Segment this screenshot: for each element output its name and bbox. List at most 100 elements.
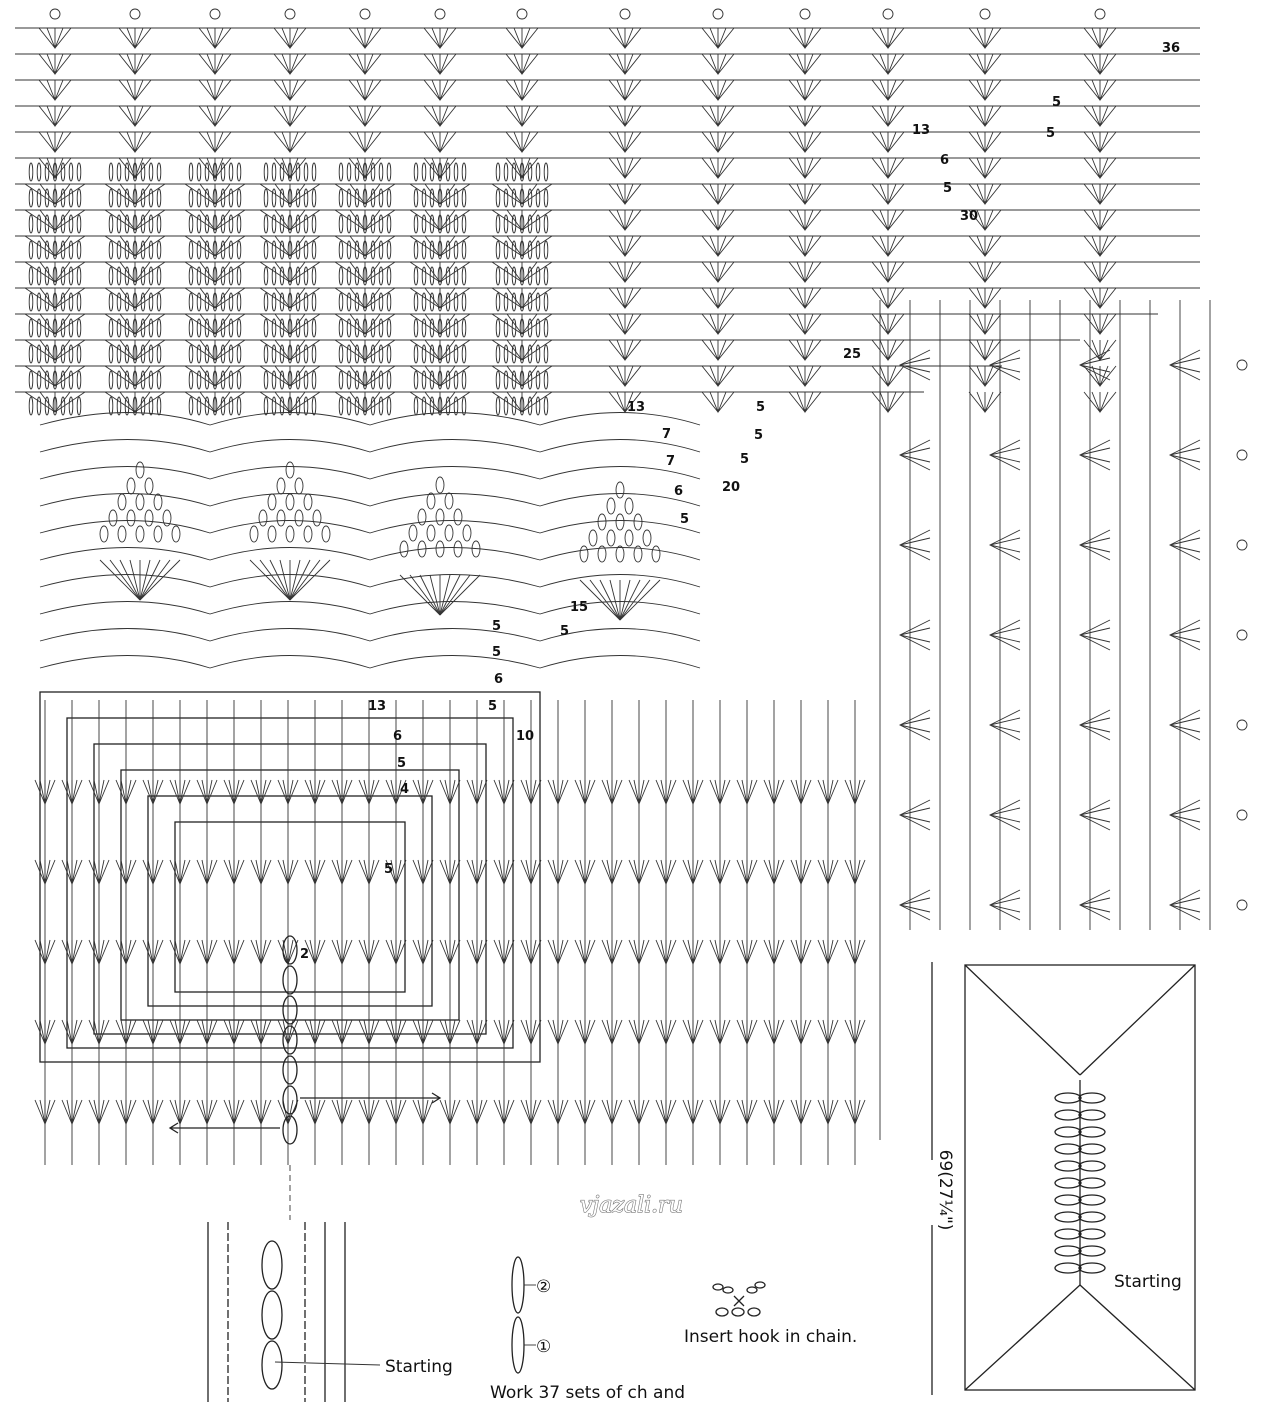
fan-stitch [198, 105, 232, 128]
stitch-post [535, 344, 541, 364]
stitch-post [453, 240, 459, 260]
fan-stitch [184, 287, 246, 309]
round-number-label: 7 [662, 427, 671, 442]
stitch-post [437, 344, 443, 364]
stitch-post [116, 188, 122, 208]
fan-stitch [250, 939, 272, 966]
stitch-post [378, 240, 384, 260]
arc-row [39, 412, 701, 426]
stitch-post [543, 214, 549, 234]
pineapple-loop [435, 508, 445, 526]
stitch-post [68, 266, 74, 286]
fan-stitch [608, 235, 642, 258]
stitch-post [338, 188, 344, 208]
fan-stitch [104, 313, 166, 335]
stitch-post [362, 344, 368, 364]
fan-stitch [491, 365, 553, 387]
fan-stitch [608, 53, 642, 76]
fan-stitch [142, 1099, 164, 1126]
stitch-post [148, 396, 154, 416]
watermark: vjazali.ru [580, 1193, 683, 1218]
round-number-label: 5 [397, 756, 406, 771]
fan-stitch [423, 27, 457, 50]
round-number-label: 25 [843, 347, 861, 362]
stitch-post [132, 318, 138, 338]
stitch-post [445, 318, 451, 338]
fan-stitch [115, 1019, 137, 1046]
fan-stitch [34, 779, 56, 806]
arc-row [39, 574, 701, 588]
stitch-post [228, 240, 234, 260]
stitch-post [148, 318, 154, 338]
stitch-post [287, 318, 293, 338]
stitch-post [311, 214, 317, 234]
stitch-post [220, 162, 226, 182]
stitch-post [148, 240, 154, 260]
stitch-post [535, 318, 541, 338]
stitch-post [413, 188, 419, 208]
stitch-post [140, 266, 146, 286]
stitch-post [263, 396, 269, 416]
stitch-post [124, 266, 130, 286]
fan-stitch [331, 1099, 353, 1126]
stitch-post [212, 188, 218, 208]
stitch-post [527, 292, 533, 312]
stitch-post [421, 240, 427, 260]
fan-stitch [682, 859, 704, 886]
stitch-post [386, 318, 392, 338]
fan-stitch [104, 339, 166, 361]
fan-stitch [608, 183, 642, 206]
fan-stitch [38, 79, 72, 102]
stitch-post [116, 240, 122, 260]
fan-stitch [409, 391, 471, 413]
stitch-post [543, 266, 549, 286]
fan-stitch [898, 619, 931, 651]
fan-stitch [88, 779, 110, 806]
fan-stitch [223, 1019, 245, 1046]
stitch-post [148, 188, 154, 208]
fan-stitch [790, 859, 812, 886]
stitch-post [303, 240, 309, 260]
pineapple-loop [321, 525, 331, 543]
picot-icon [209, 8, 221, 20]
stitch-post [503, 214, 509, 234]
stitch-post [212, 214, 218, 234]
stitch-post [68, 292, 74, 312]
round-number-label: 5 [560, 624, 569, 639]
stitch-post [378, 318, 384, 338]
round-rectangle [39, 691, 541, 1063]
round-rectangle [66, 717, 514, 1049]
fan-stitch [968, 105, 1002, 128]
stitch-post [370, 188, 376, 208]
fan-stitch [701, 157, 735, 180]
fan-stitch [1083, 209, 1117, 232]
fan-stitch [871, 131, 905, 154]
fan-stitch [409, 313, 471, 335]
stitch-post [60, 188, 66, 208]
stitch-post [386, 240, 392, 260]
stitch-post [437, 266, 443, 286]
stitch-post [36, 188, 42, 208]
stitch-post [445, 292, 451, 312]
stitch-post [236, 292, 242, 312]
stitch-post [156, 318, 162, 338]
fan-stitch [968, 79, 1002, 102]
stitch-post [196, 240, 202, 260]
round-number-label: 6 [393, 729, 402, 744]
pineapple-loop [417, 508, 427, 526]
fan-stitch [169, 1019, 191, 1046]
fan-stitch [466, 859, 488, 886]
fan-stitch [788, 235, 822, 258]
pineapple-base [139, 559, 181, 601]
picot-icon [1236, 449, 1248, 461]
leaf-loop [1078, 1109, 1106, 1121]
stitch-post [453, 214, 459, 234]
stitch-post [421, 188, 427, 208]
fan-stitch [1168, 709, 1201, 741]
stitch-post [44, 266, 50, 286]
pineapple-loop [162, 509, 172, 527]
dimension-indicator: 69(27¼") [931, 962, 955, 1395]
fan-stitch [104, 287, 166, 309]
round-number-label: 6 [674, 484, 683, 499]
fan-stitch [1083, 157, 1117, 180]
